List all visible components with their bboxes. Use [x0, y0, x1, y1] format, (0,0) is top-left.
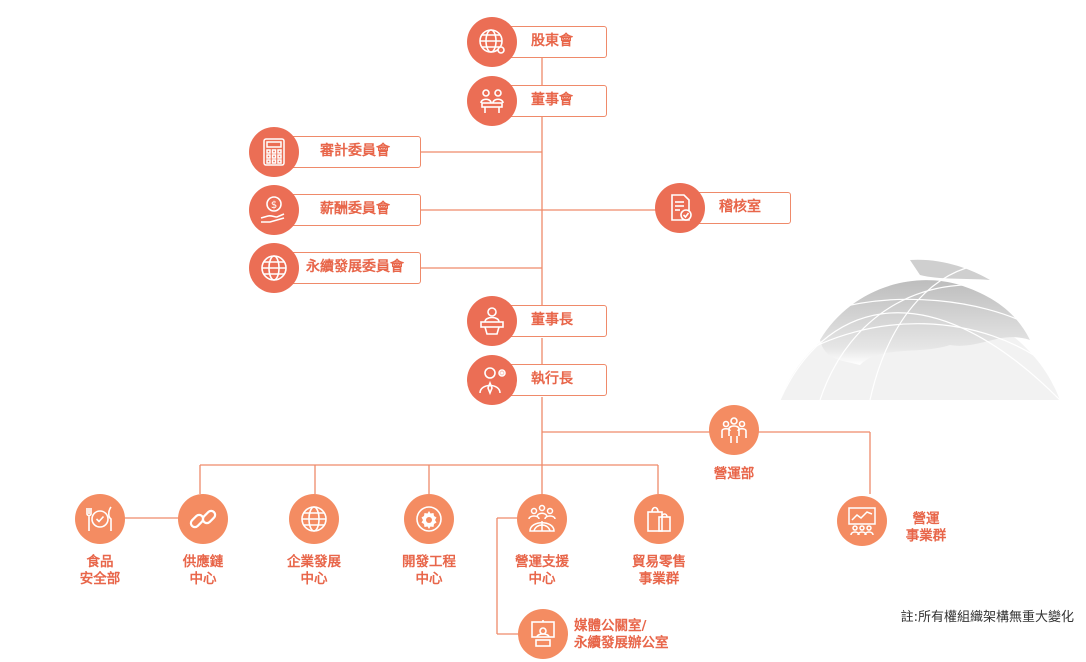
- globe-illustration: [779, 259, 1061, 400]
- team-globe-icon: [528, 504, 556, 532]
- speaker-podium-icon: [480, 307, 504, 335]
- operations-support-line2: 中心: [528, 571, 556, 587]
- board-circle: [467, 76, 517, 126]
- operations-support-circle[interactable]: [517, 494, 567, 544]
- svg-text:$: $: [271, 200, 277, 211]
- operations-business-group-line1: 營運: [912, 511, 940, 527]
- chairman-label: 董事長: [531, 312, 573, 328]
- development-engineering-label: 開發工程 中心: [389, 554, 469, 588]
- operations-dept-label: 營運部: [713, 466, 755, 482]
- remuneration-committee-circle: $: [249, 185, 299, 235]
- presentation-icon: [531, 620, 555, 647]
- supply-chain-circle[interactable]: [178, 494, 228, 544]
- development-engineering-circle[interactable]: [404, 494, 454, 544]
- footnote: 註:所有權組織架構無重大變化: [900, 610, 1074, 625]
- corporate-development-line1: 企業發展: [287, 554, 341, 570]
- board-label: 董事會: [531, 92, 573, 108]
- food-safety-icon: [86, 506, 112, 531]
- development-engineering-line2: 中心: [415, 571, 443, 587]
- corporate-development-circle[interactable]: [289, 494, 339, 544]
- trade-retail-line2: 事業群: [638, 571, 680, 587]
- corporate-development-label: 企業發展 中心: [274, 554, 354, 588]
- supply-chain-label: 供應鏈 中心: [168, 554, 238, 588]
- internal-audit-circle: [655, 183, 705, 233]
- audit-committee-circle: [249, 127, 299, 177]
- operations-support-label: 營運支援 中心: [502, 554, 582, 588]
- sustainability-committee-circle: [249, 243, 299, 293]
- internal-audit-label: 稽核室: [719, 199, 761, 215]
- calculator-icon: [263, 138, 285, 166]
- food-safety-circle[interactable]: [75, 494, 125, 544]
- shopping-bags-icon: [647, 506, 671, 532]
- chairman-circle: [467, 296, 517, 346]
- ceo-label: 執行長: [531, 371, 573, 387]
- pr-office-line2: 永續發展辦公室: [574, 635, 669, 651]
- pr-office-label: 媒體公關室/ 永續發展辦公室: [574, 618, 669, 652]
- operations-business-group-circle[interactable]: [837, 496, 887, 546]
- shareholders-label: 股東會: [531, 33, 573, 49]
- globe-icon: [301, 506, 327, 532]
- development-engineering-line1: 開發工程: [402, 554, 456, 570]
- pr-office-line1: 媒體公關室/: [574, 618, 647, 634]
- remuneration-committee-label: 薪酬委員會: [320, 201, 390, 217]
- meeting-icon: [480, 89, 504, 113]
- team-icon: [721, 417, 747, 443]
- money-hand-icon: $: [260, 196, 285, 223]
- food-safety-line2: 安全部: [79, 571, 121, 587]
- audit-committee-label: 審計委員會: [320, 143, 390, 159]
- operations-business-group-line2: 事業群: [905, 528, 947, 544]
- supply-chain-line2: 中心: [189, 571, 217, 587]
- shareholders-circle: [467, 17, 517, 67]
- sustainability-committee-label: 永續發展委員會: [306, 259, 404, 275]
- operations-dept-circle[interactable]: [709, 405, 759, 455]
- globe-network-icon: [479, 29, 505, 54]
- food-safety-line1: 食品: [86, 554, 114, 570]
- executive-icon: [479, 367, 506, 396]
- globe-icon: [261, 255, 287, 281]
- pr-office-circle[interactable]: [518, 609, 568, 659]
- trade-retail-line1: 貿易零售: [632, 554, 686, 570]
- gear-icon: [416, 506, 442, 532]
- ceo-circle: [467, 355, 517, 405]
- document-check-icon: [671, 194, 692, 221]
- chain-link-icon: [189, 509, 217, 529]
- operations-business-group-label: 營運 事業群: [896, 511, 956, 545]
- corporate-development-line2: 中心: [300, 571, 328, 587]
- growth-chart-icon: [848, 507, 876, 536]
- sustainability-committee-box[interactable]: 永續發展委員會: [262, 252, 421, 284]
- trade-retail-circle[interactable]: [634, 494, 684, 544]
- trade-retail-label: 貿易零售 事業群: [619, 554, 699, 588]
- supply-chain-line1: 供應鏈: [182, 554, 224, 570]
- food-safety-label: 食品 安全部: [70, 554, 130, 588]
- operations-support-line1: 營運支援: [515, 554, 569, 570]
